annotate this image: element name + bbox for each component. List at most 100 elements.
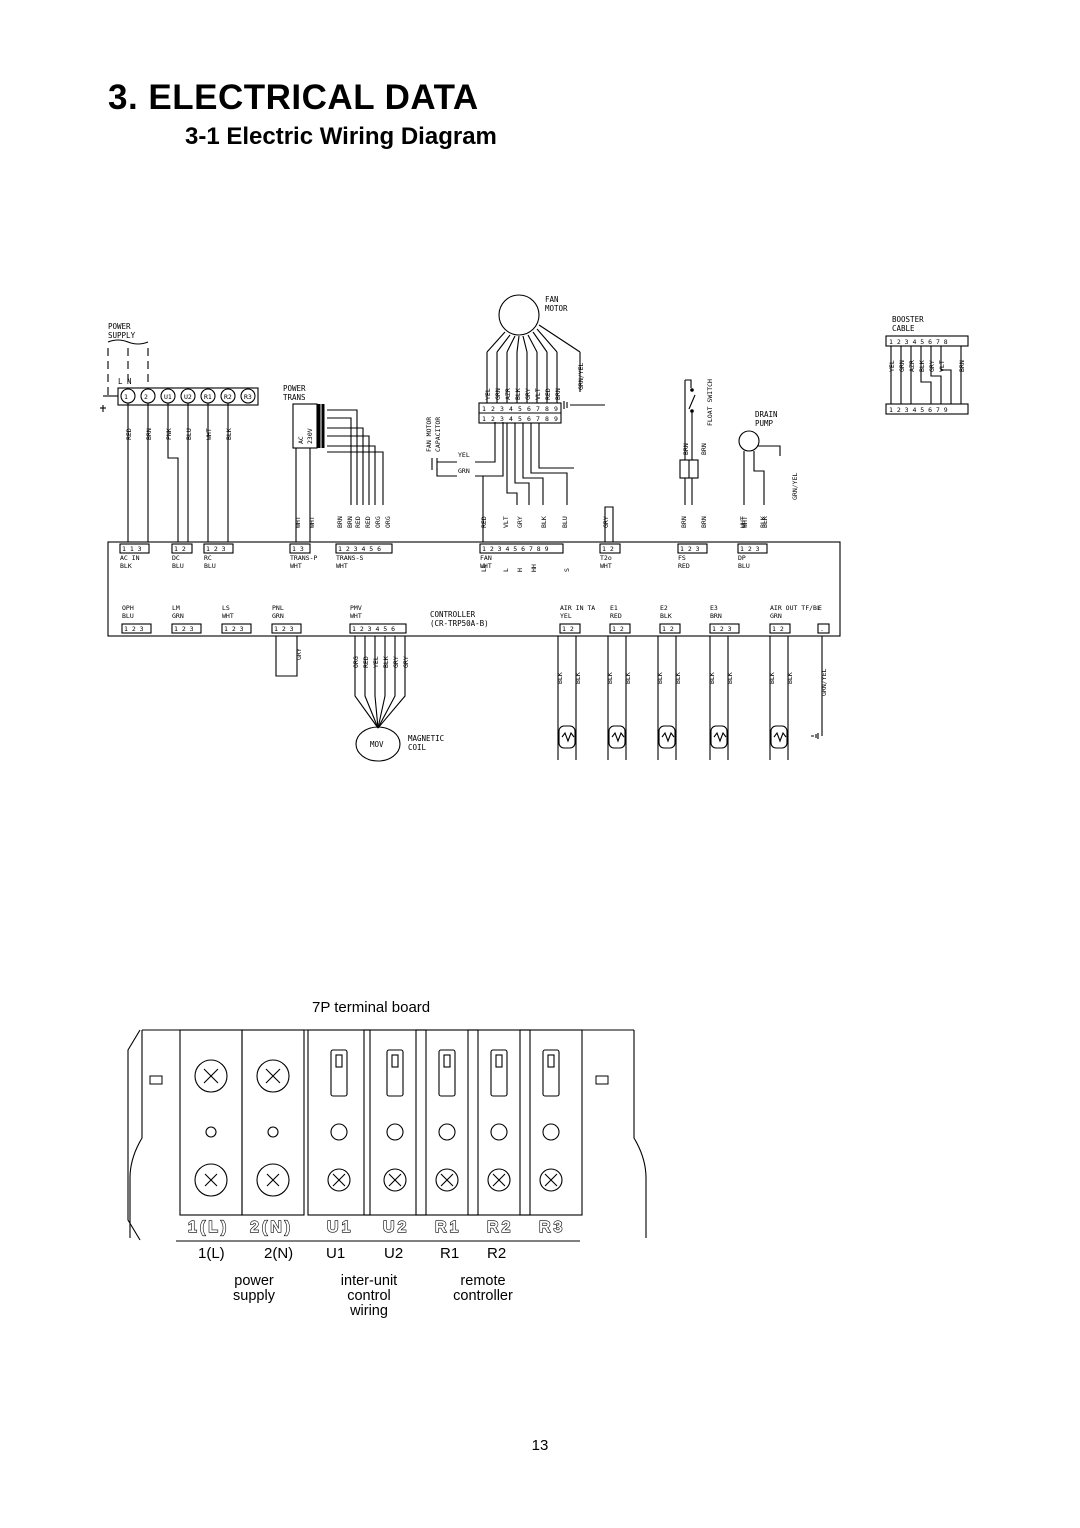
dp-wire-gy: GRN/YEL xyxy=(791,473,799,500)
connector-color: BRN xyxy=(710,612,722,620)
cap-wire-yel: YEL xyxy=(458,451,470,459)
fan-pin: 9 xyxy=(554,415,558,423)
screw-icon xyxy=(194,1163,228,1197)
screw-icon xyxy=(487,1168,511,1192)
connector-dp xyxy=(737,543,768,554)
magnetic-coil-icon xyxy=(355,726,401,762)
fan-wire-label: BRN xyxy=(554,388,562,400)
fan-speed-label: LL xyxy=(480,564,488,572)
sensor-thermistor xyxy=(608,725,626,749)
connector-air-out-tf-bl xyxy=(769,623,791,634)
fan-wire-label: AZR xyxy=(504,388,512,400)
terminal-board-title: 7P terminal board xyxy=(312,999,430,1016)
terminal-group-label: power xyxy=(234,1273,274,1289)
fan-wire-label: YEL xyxy=(484,388,492,400)
connector-pins: 1 2 3 xyxy=(206,545,226,553)
fan-pin: 7 xyxy=(536,415,540,423)
fan-pin: 6 xyxy=(527,415,531,423)
drain-pump-block: DRAIN PUMP WHT BLK GRN/YEL xyxy=(738,410,799,528)
sensor-thermistor xyxy=(558,725,576,749)
connector-color: WHT xyxy=(222,612,234,620)
connector-color: BLU xyxy=(204,562,216,570)
cap-wire-grn: GRN xyxy=(458,467,470,475)
connector-name: E3 xyxy=(710,604,718,612)
fan-wire-label: GRY xyxy=(524,388,532,400)
connector-trans-s xyxy=(335,543,393,554)
connector-pins: 1 2 3 xyxy=(224,625,244,633)
connector-name: T2o xyxy=(600,554,612,562)
sensor-wire-label: BLK xyxy=(606,672,614,684)
spade-tab-icon xyxy=(542,1049,560,1097)
connector-color: BLU xyxy=(738,562,750,570)
connector-color: BLK xyxy=(660,612,672,620)
power-terminal-7 xyxy=(240,388,256,404)
screw-icon xyxy=(194,1059,228,1093)
drain-pump-title-1: DRAIN xyxy=(755,410,778,419)
hole-icon xyxy=(386,1123,404,1141)
connector-pins: 1 1 3 xyxy=(122,545,142,553)
spade-tab-icon xyxy=(330,1049,348,1097)
connector-pnl xyxy=(271,623,302,634)
sensor-wire-label: BLK xyxy=(708,672,716,684)
terminal-group-label: wiring xyxy=(349,1303,388,1319)
engraved-label: U2 xyxy=(383,1219,409,1236)
fan-wire-label: BLK xyxy=(514,388,522,400)
connector-pins: 1 2 xyxy=(562,625,574,633)
connector-ac-in xyxy=(119,543,150,554)
pmv-wire-label: YEL xyxy=(372,656,380,668)
connector-color: WHT xyxy=(336,562,348,570)
power-trans-title-2: TRANS xyxy=(283,393,306,402)
hole-icon xyxy=(490,1123,508,1141)
trans-wire-label: WHT xyxy=(308,516,316,528)
connector-fan xyxy=(479,543,564,554)
mid-wire-label: WHT xyxy=(739,516,747,528)
spade-tab-icon xyxy=(386,1049,404,1097)
earth-wire: GRN/YEL xyxy=(820,669,828,696)
terminal-cell xyxy=(363,1029,427,1216)
connector-name: TRANS-S xyxy=(336,554,363,562)
connector-pins: 1 2 3 4 5 6 7 8 9 xyxy=(482,545,549,553)
mid-wire-label: BRN xyxy=(700,516,708,528)
connector-color: WHT xyxy=(350,612,362,620)
capacitor-title-1: FAN MOTOR xyxy=(425,417,433,452)
fan-pin: 4 xyxy=(509,405,513,413)
hole-icon xyxy=(542,1123,560,1141)
fan-pin: 9 xyxy=(554,405,558,413)
trans-rating-2: 230V xyxy=(306,428,314,444)
terminal-group-label: controller xyxy=(453,1288,513,1304)
magnetic-coil-title-2: COIL xyxy=(408,743,427,752)
power-trans-title-1: POWER xyxy=(283,384,306,393)
connector-color: GRN xyxy=(770,612,782,620)
connector-name: OPH xyxy=(122,604,134,612)
terminal-group-label: supply xyxy=(233,1288,276,1304)
sensor-wire-label: BLK xyxy=(624,672,632,684)
fan-pin: 4 xyxy=(509,415,513,423)
pmv-wire-label: GRY xyxy=(402,656,410,668)
terminal-cell xyxy=(519,1029,583,1216)
power-terminal-label: R1 xyxy=(204,393,212,401)
booster-wire-label: GRN xyxy=(898,360,906,372)
connector-e2 xyxy=(659,623,681,634)
sensor-wire-label: BLK xyxy=(574,672,582,684)
connector-pins: 1 3 xyxy=(292,545,304,553)
magnetic-coil-title-1: MAGNETIC xyxy=(408,734,444,743)
connector-pins: 1 2 xyxy=(772,625,784,633)
connector-lm xyxy=(171,623,202,634)
fan-pin: 8 xyxy=(545,405,549,413)
connector-name: E2 xyxy=(660,604,668,612)
connector-pins: . xyxy=(820,625,824,633)
connector-name: DP xyxy=(738,554,746,562)
trans-wire-label: ORG xyxy=(374,516,382,528)
connector-pins: 1 2 3 4 5 6 xyxy=(352,625,395,633)
drain-pump-title-2: PUMP xyxy=(755,419,774,428)
terminal-cell xyxy=(467,1029,531,1216)
terminal-label: 2(N) xyxy=(264,1245,293,1262)
fan-motor-title-2: MOTOR xyxy=(545,304,568,313)
